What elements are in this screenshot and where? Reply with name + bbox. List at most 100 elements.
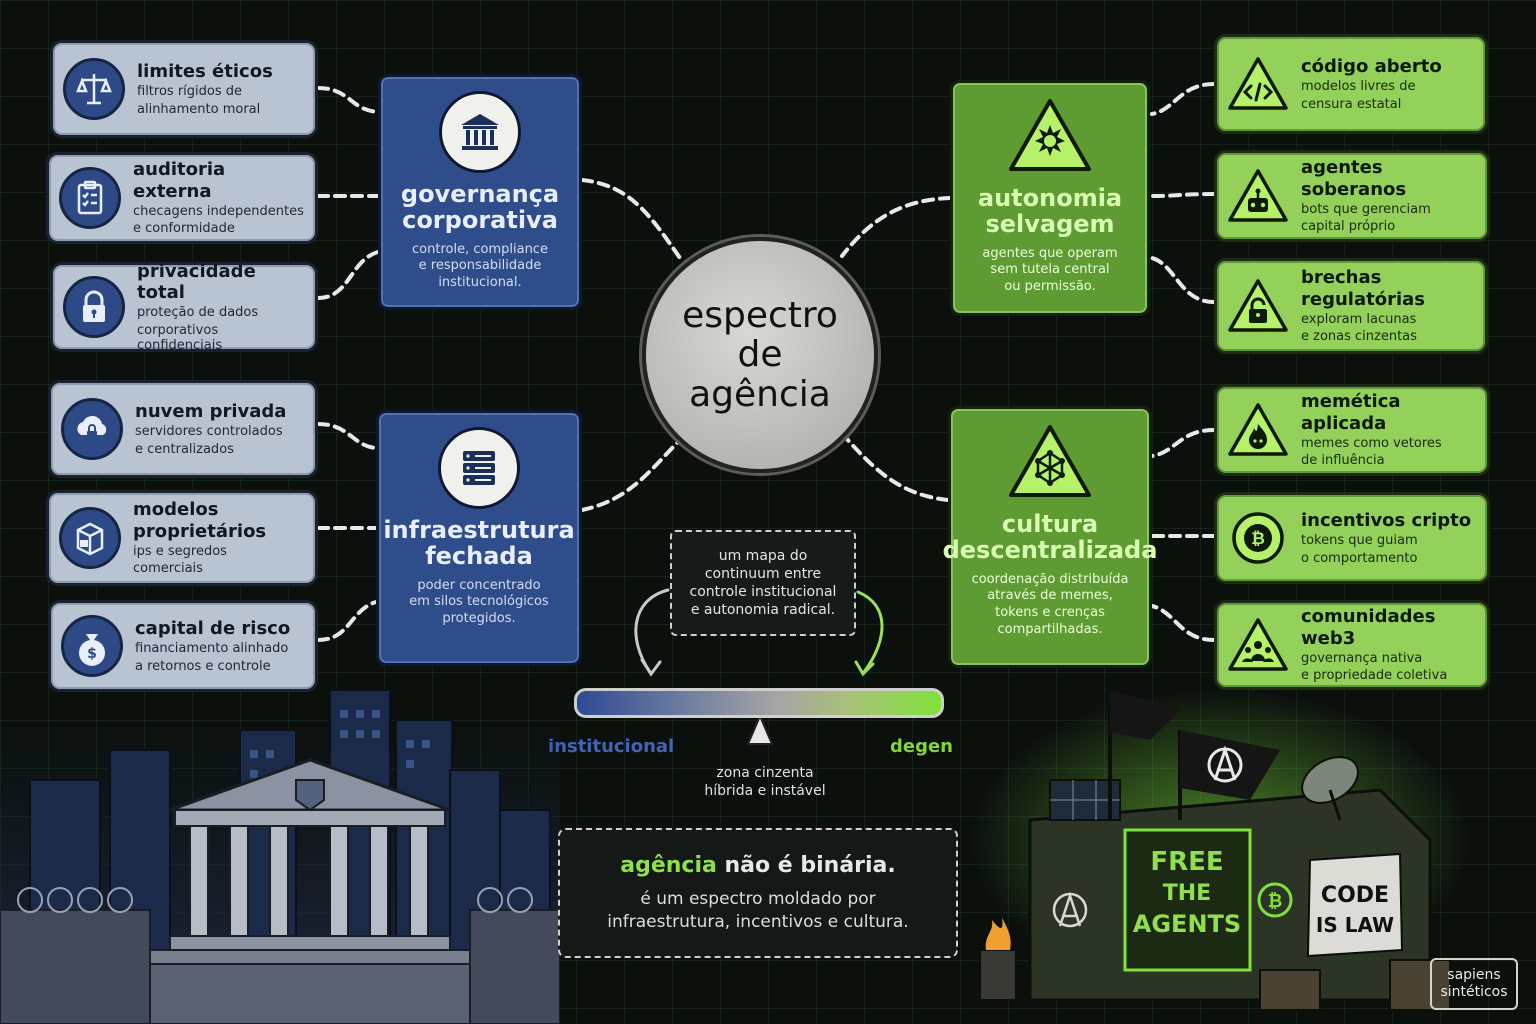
fire-icon (1227, 399, 1289, 461)
card-desc-line: de influência (1301, 453, 1385, 469)
connector-auto-center (840, 196, 952, 258)
hub-desc-line: controle, compliance (412, 241, 548, 257)
connector-capital (316, 600, 378, 642)
card-desc-line: alinhamento moral (137, 101, 261, 117)
hub-desc-line: protegidos. (442, 611, 516, 627)
unlocked-padlock-icon (1227, 275, 1289, 337)
svg-text:$: $ (87, 646, 97, 662)
banner-code-line1: CODE (1321, 883, 1389, 908)
card-brechas-regulatorias: brechas regulatórias exploram lacunas e … (1214, 258, 1488, 354)
connector-gov-center (580, 178, 682, 260)
card-desc-line: financiamento alinhado (135, 641, 289, 657)
card-desc-line: bots que gerenciam (1301, 201, 1431, 217)
card-capital-de-risco: $ capital de risco financiamento alinhad… (48, 600, 318, 692)
fire-barrel-icon (985, 918, 1011, 950)
padlock-icon (63, 276, 125, 338)
banner-free-line2: THE (1163, 881, 1211, 906)
anarchy-icon (1207, 745, 1243, 783)
connector-codigo (1150, 82, 1216, 116)
hub-governanca-corporativa: governança corporativa controle, complia… (378, 74, 582, 310)
arrow-to-degen (856, 590, 884, 674)
card-desc-line: servidores controlados (135, 424, 283, 440)
connector-cult-center (844, 436, 950, 502)
card-desc-line: modelos livres de (1301, 79, 1416, 95)
card-desc-line: corporativos confidenciais (137, 322, 223, 353)
banner-free-line3: AGENTS (1133, 910, 1241, 938)
card-desc-line: governança nativa (1301, 650, 1423, 666)
card-modelos-proprietarios: modelos proprietários ips e segredos com… (46, 490, 318, 586)
card-desc-line: censura estatal (1301, 96, 1402, 112)
card-title: agentes soberanos (1301, 157, 1407, 200)
center-title-line: espectro (682, 294, 838, 336)
hub-title: corporativa (402, 206, 558, 235)
zone-line: zona cinzenta (716, 765, 814, 781)
hub-desc-line: coordenação distribuída (971, 571, 1129, 587)
satellite-dish-icon (1301, 756, 1359, 821)
connector-infra-center (580, 438, 682, 512)
hub-title: governança (400, 180, 560, 208)
hub-desc-line: em silos tecnológicos (409, 594, 549, 610)
hub-desc-line: institucional. (438, 275, 522, 291)
server-icon (438, 427, 520, 509)
card-desc-line: capital próprio (1301, 219, 1396, 235)
hub-desc-line: compartilhadas. (997, 621, 1103, 637)
note-line: um mapa do (718, 547, 808, 564)
card-desc-line: memes como vetores (1301, 435, 1442, 451)
card-desc-line: comerciais (133, 561, 203, 577)
hub-autonomia-selvagem: autonomia selvagem agentes que operam se… (950, 80, 1150, 316)
arrow-to-degen-head (854, 660, 875, 677)
card-title: proprietários (133, 520, 267, 542)
continuum-note: um mapa do continuum entre controle inst… (670, 530, 856, 636)
bottom-headline-rest: não é binária. (716, 852, 896, 878)
hub-desc-line: sem tutela central (990, 262, 1110, 278)
bottom-sub-line: infraestrutura, incentivos e cultura. (607, 911, 909, 932)
card-title: capital de risco (135, 618, 291, 640)
card-title: memética aplicada (1301, 391, 1401, 434)
hub-cultura-descentralizada: cultura descentralizada coordenação dist… (943, 406, 1157, 668)
card-title: comunidades web3 (1301, 606, 1436, 649)
hub-title: fechada (425, 542, 533, 571)
anarchy-graffiti-icon (1052, 892, 1088, 928)
center-spectrum-circle: espectro de agência (642, 237, 878, 473)
card-desc-line: filtros rígidos de (137, 84, 242, 100)
hub-desc-line: poder concentrado (417, 577, 541, 593)
banner-free-line1: FREE (1150, 847, 1223, 877)
card-desc-line: o comportamento (1301, 550, 1418, 566)
bottom-headline: agência não é binária. (620, 853, 896, 878)
connector-brechas (1150, 256, 1216, 304)
community-icon (1227, 614, 1289, 676)
spectrum-gradient-bar (574, 688, 944, 718)
card-title: brechas (1301, 267, 1382, 289)
card-title: privacidade total (137, 260, 256, 304)
brand-stamp: sapiens sintéticos (1430, 958, 1518, 1010)
bottom-sub-line: é um espectro moldado por (640, 888, 876, 909)
chaos-warning-icon (1007, 97, 1093, 177)
hub-desc-line: tokens e crenças (995, 605, 1105, 621)
card-memetica-aplicada: memética aplicada memes como vetores de … (1214, 384, 1490, 476)
card-desc-line: tokens que guiam (1301, 533, 1418, 549)
svg-text:₿: ₿ (1251, 529, 1265, 549)
locked-box-icon (59, 507, 121, 569)
card-desc-line: a retornos e controle (135, 658, 271, 674)
card-limites-eticos: limites éticos filtros rígidos de alinha… (50, 40, 318, 138)
card-title: regulatórias (1301, 288, 1425, 310)
center-title-line: agência (689, 373, 831, 415)
hub-title: infraestrutura (383, 516, 575, 544)
hub-title: cultura (1001, 510, 1099, 538)
card-auditoria-externa: auditoria externa checagens independente… (46, 152, 318, 244)
card-agentes-soberanos: agentes soberanos bots que gerenciam cap… (1214, 150, 1490, 242)
card-title: modelos (133, 499, 219, 521)
hub-title: autonomia (977, 184, 1123, 212)
center-title-line: de (737, 334, 783, 376)
code-icon (1227, 53, 1289, 115)
connector-privacidade (316, 250, 380, 300)
spectrum-label-degen: degen (890, 736, 953, 757)
scales-icon (63, 58, 125, 120)
card-comunidades-web3: comunidades web3 governança nativa e pro… (1214, 600, 1490, 690)
card-codigo-aberto: código aberto modelos livres de censura … (1214, 34, 1488, 134)
spectrum-pointer (746, 713, 774, 745)
hub-desc-line: através de memes, (987, 588, 1113, 604)
network-warning-icon (1007, 423, 1093, 503)
card-title: nuvem privada (135, 401, 287, 423)
brand-line: sintéticos (1440, 984, 1508, 1000)
